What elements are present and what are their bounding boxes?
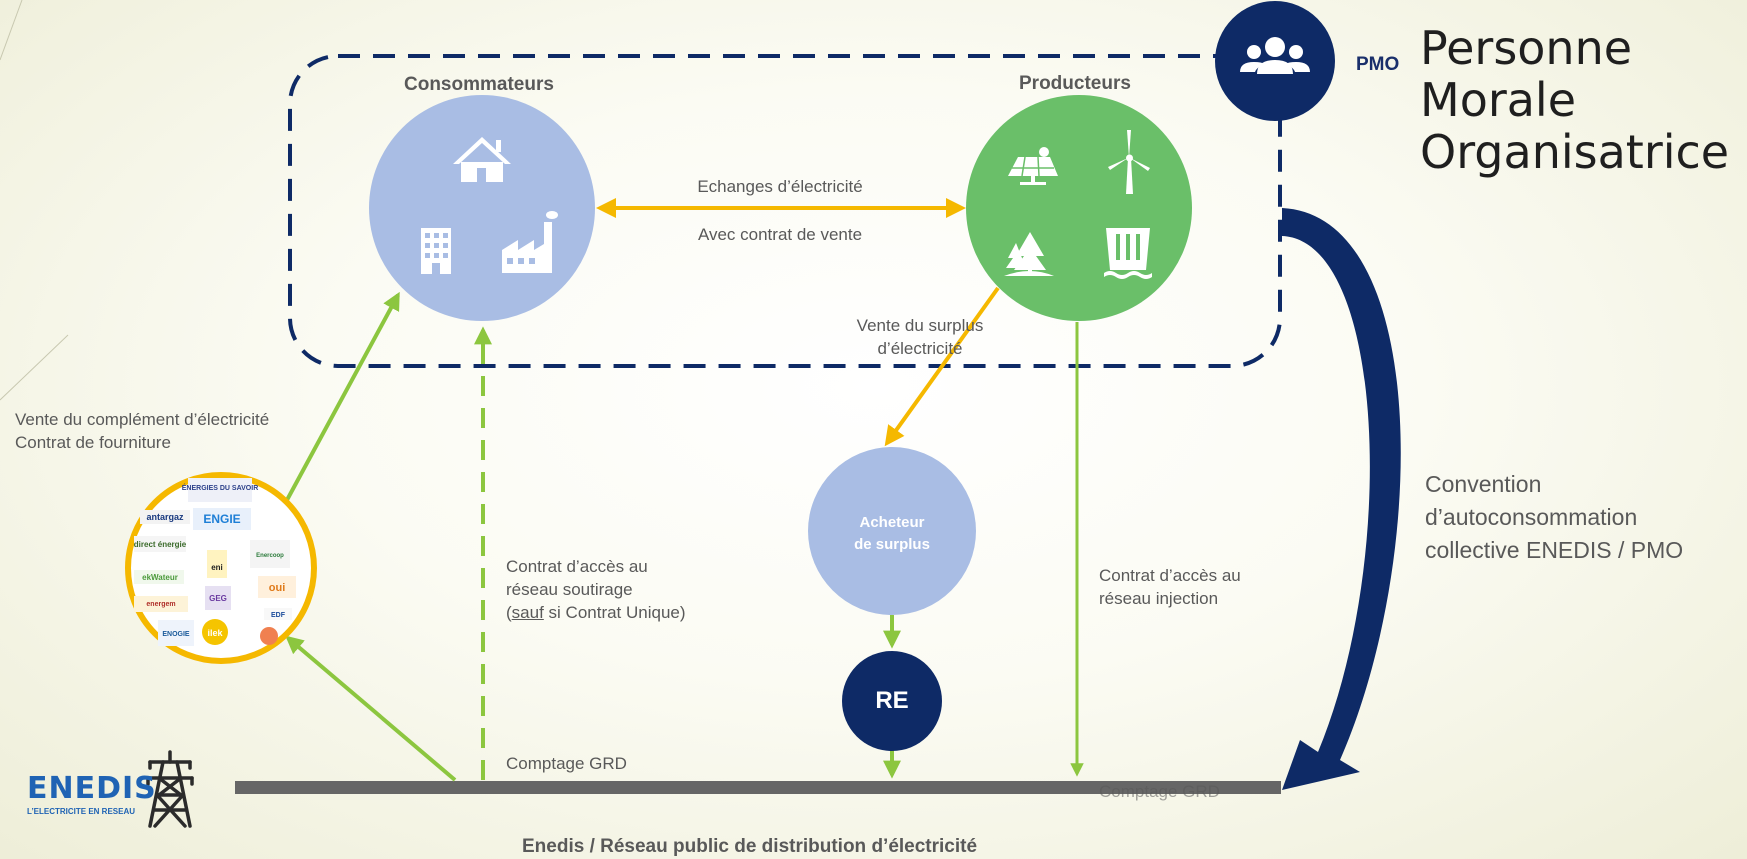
surplus-buyer-label: Acheteur de surplus: [812, 512, 972, 556]
convention-line2: d’autoconsommation: [1425, 504, 1638, 530]
factory-icon: [502, 211, 558, 273]
exchange-label: Echanges d’électricité: [697, 177, 863, 196]
re-circle: [842, 651, 942, 751]
consumers-circle: [369, 95, 595, 321]
injection-access-label: Contrat d’accès au réseau injection: [1099, 564, 1241, 610]
grid-to-suppliers-arrow: [285, 635, 457, 782]
supplier-logo-antargaz: antargaz: [146, 512, 184, 522]
withdrawal-sauf: sauf: [511, 603, 544, 622]
pylon-icon: [146, 750, 194, 828]
supplier-logo-geg: GEG: [209, 594, 227, 603]
withdrawal-line1: Contrat d’accès au: [506, 557, 648, 576]
forest-icon: [1004, 232, 1054, 276]
supplier-logo-ekwateur: ekWateur: [142, 573, 178, 582]
injection-line2: réseau injection: [1099, 589, 1219, 608]
complement-line1: Vente du complément d’électricité: [15, 410, 270, 429]
wind-turbine-icon: [1108, 130, 1150, 194]
pmo-title-line2: Morale: [1420, 73, 1577, 127]
supplier-logo-savoir: ÉNERGIES DU SAVOIR: [182, 483, 259, 492]
solar-panel-icon: [1008, 147, 1058, 185]
exchange-contract-label: Avec contrat de vente: [697, 225, 863, 244]
withdrawal-line2: réseau soutirage: [506, 580, 633, 599]
decor-line-left: [0, 334, 69, 401]
supplier-logo-enogie: ENOGIE: [162, 631, 190, 638]
pmo-title-line3: Organisatrice: [1420, 125, 1730, 179]
supplier-logo-ilek: ilek: [207, 628, 223, 638]
surplus-sale-label: Vente du surplus d’électricité: [830, 314, 1010, 360]
enedis-logo-tagline: L’ELECTRICITE EN RESEAU: [27, 807, 136, 816]
pmo-abbreviation: PMO: [1356, 54, 1400, 75]
buyer-line2: de surplus: [854, 536, 930, 553]
withdrawal-line3: (sauf si Contrat Unique): [506, 601, 686, 624]
pmo-title: Personne Morale Organisatrice: [1420, 22, 1729, 178]
supplier-logo-energem: energem: [146, 601, 175, 608]
surplus-sale-arrow: [884, 286, 1000, 447]
complement-line2: Contrat de fourniture: [15, 433, 171, 452]
surplus-buyer-circle: [808, 447, 976, 615]
group-icon: [1240, 37, 1310, 74]
withdrawal-open-paren: (: [506, 603, 512, 622]
house-icon: [453, 137, 511, 182]
convention-line3: collective ENEDIS / PMO: [1425, 537, 1684, 563]
producers-heading: Producteurs: [1019, 73, 1131, 94]
decor-line-top: [0, 0, 23, 61]
surplus-sale-line2: d’électricité: [877, 339, 963, 358]
convention-label: Convention d’autoconsommation collective…: [1425, 468, 1683, 567]
supplier-to-consumers-arrow: [285, 291, 400, 501]
grid-footer-label: Enedis / Réseau public de distribution d…: [522, 836, 978, 857]
metering-label-left: Comptage GRD: [506, 754, 627, 773]
suppliers-logo-cluster: [125, 472, 317, 664]
supplier-logo-engie: ENGIE: [203, 512, 240, 526]
building-icon: [421, 228, 451, 274]
supplier-logo-enercoop: Enercoop: [256, 553, 284, 559]
supplier-logo-eni: eni: [211, 563, 223, 572]
supplier-logo-edf: EDF: [271, 612, 286, 619]
pmo-title-line1: Personne: [1420, 21, 1633, 75]
supplier-logo-direct-energie: direct énergie: [134, 540, 187, 549]
buyer-line1: Acheteur: [859, 514, 925, 531]
distribution-grid-line: [235, 781, 1281, 794]
surplus-sale-line1: Vente du surplus: [856, 316, 984, 335]
withdrawal-access-label: Contrat d’accès au réseau soutirage (sau…: [506, 555, 686, 624]
convention-curve-arrow: [1282, 208, 1401, 790]
enedis-logo: ENEDIS L’ELECTRICITE EN RESEAU: [27, 771, 157, 817]
enedis-logo-word: ENEDIS: [27, 771, 157, 806]
producers-circle: [966, 95, 1192, 321]
re-label: RE: [875, 687, 909, 714]
dam-icon: [1104, 228, 1152, 279]
metering-label-right: Comptage GRD: [1099, 782, 1220, 801]
supplier-logo-oui: oui: [269, 582, 286, 594]
injection-line1: Contrat d’accès au: [1099, 566, 1241, 585]
complement-sale-label: Vente du complément d’électricité Contra…: [15, 408, 269, 454]
withdrawal-rest: si Contrat Unique): [543, 603, 686, 622]
consumers-heading: Consommateurs: [404, 74, 554, 95]
convention-line1: Convention: [1425, 471, 1542, 497]
supplier-logo-texts: ÉNERGIES DU SAVOIR antargaz ENGIE direct…: [134, 483, 286, 638]
